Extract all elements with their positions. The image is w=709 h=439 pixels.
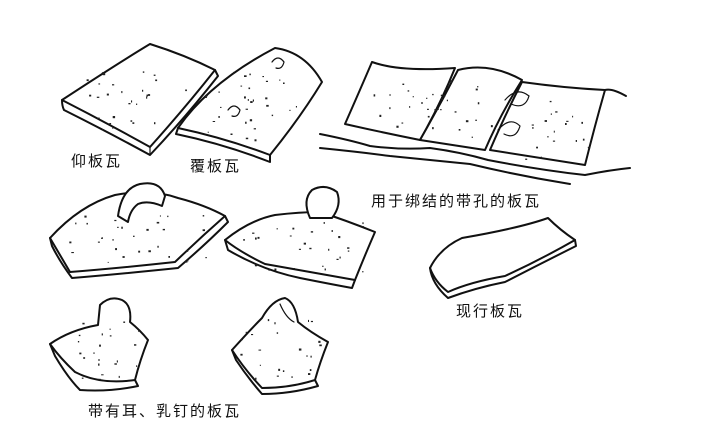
label-fu-tile: 覆板瓦: [190, 157, 242, 175]
drawing-modern-tile: [429, 217, 577, 299]
label-modern-tile: 现行板瓦: [456, 302, 525, 320]
drawing-ear-tile-2: [49, 297, 149, 392]
label-ear-nail-tile: 带有耳、乳钉的板瓦: [88, 402, 242, 420]
drawing-fu-tile: [175, 47, 323, 163]
drawing-nail-tile: [224, 186, 376, 289]
label-yang-tile: 仰板瓦: [71, 152, 123, 170]
drawing-yang-tile: [61, 43, 219, 156]
drawing-hole-tile: [319, 61, 631, 185]
drawing-ear-tile: [49, 182, 229, 279]
label-hole-tile: 用于绑结的带孔的板瓦: [371, 192, 542, 210]
drawing-nail-tile-2: [231, 297, 329, 395]
